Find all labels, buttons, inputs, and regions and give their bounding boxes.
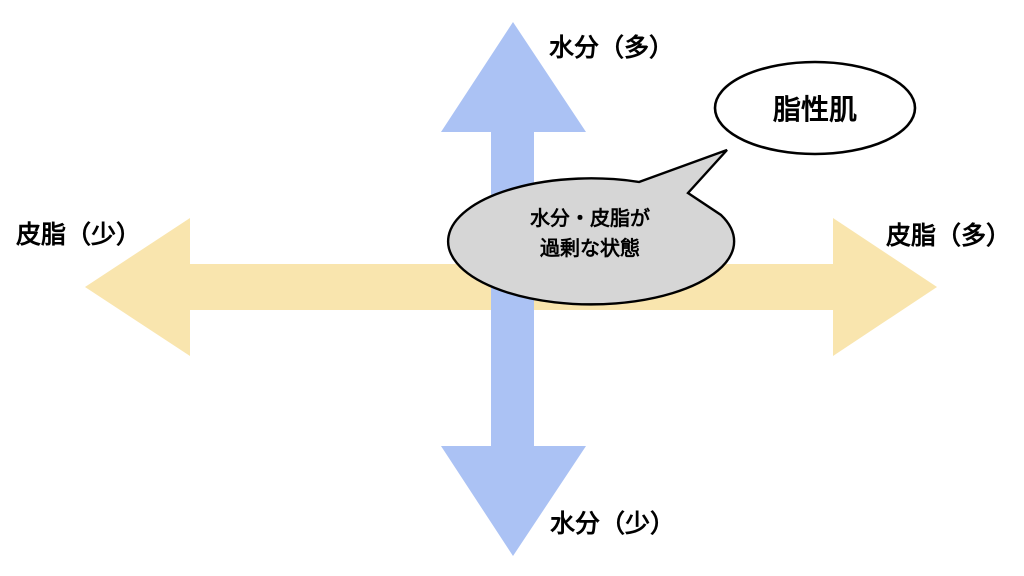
axis-label-sebum-high: 皮脂（多） xyxy=(886,222,1012,250)
speech-bubble-text: 水分・皮脂が 過剰な状態 xyxy=(447,204,733,264)
oily-skin-ellipse xyxy=(713,60,917,156)
axis-label-sebum-low: 皮脂（少） xyxy=(16,221,142,249)
oily-skin-label: 脂性肌 xyxy=(772,94,857,125)
speech-bubble-line-1: 水分・皮脂が xyxy=(530,208,650,230)
axis-label-moisture-low: 水分（少） xyxy=(550,510,676,538)
speech-bubble xyxy=(446,148,736,306)
speech-bubble-line-2: 過剰な状態 xyxy=(540,238,640,260)
axis-label-moisture-high: 水分（多） xyxy=(549,34,675,62)
